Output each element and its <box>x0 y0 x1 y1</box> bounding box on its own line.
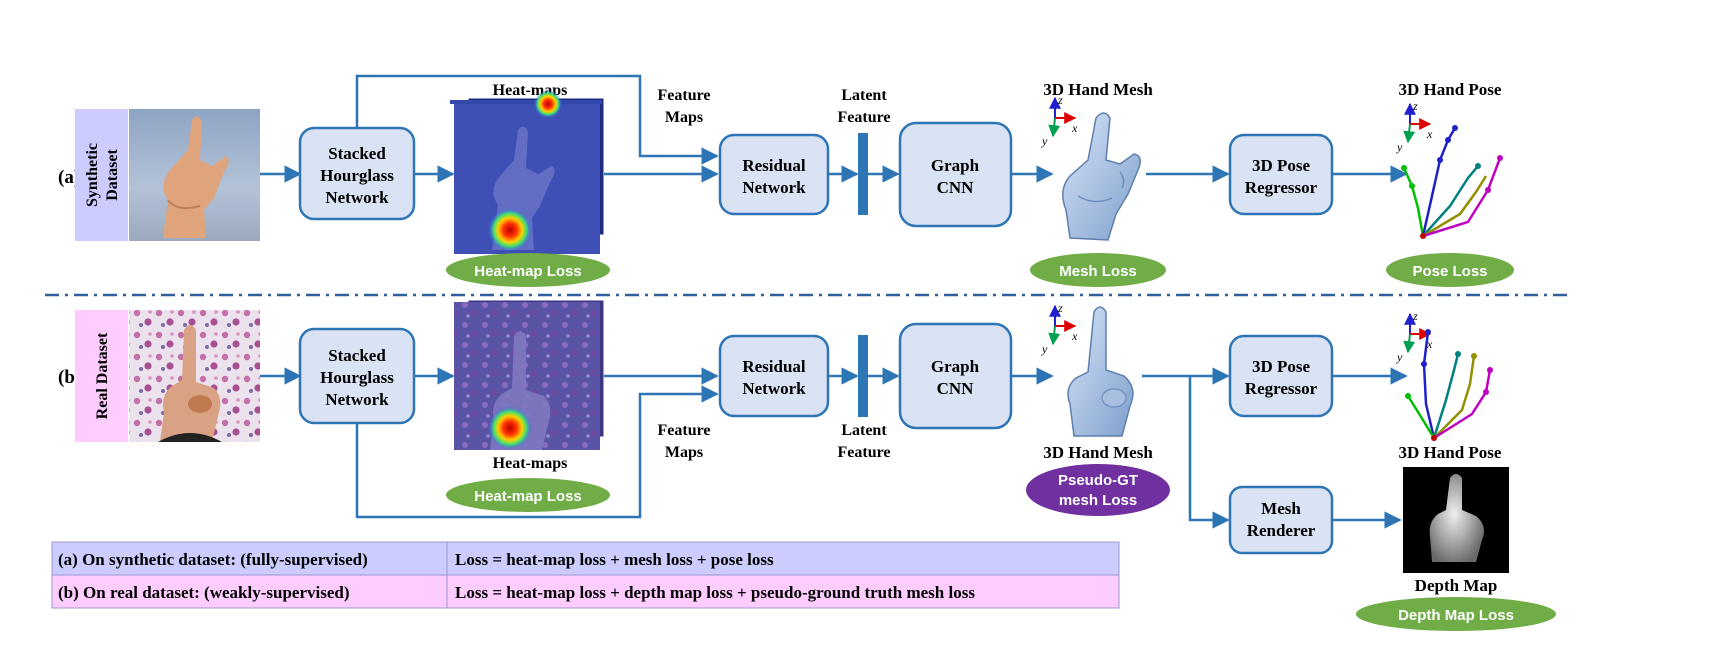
svg-text:y: y <box>1396 140 1403 154</box>
row-a-feature-maps-2: Maps <box>665 109 703 126</box>
row-a-pose-regressor-1: 3D Pose <box>1252 156 1311 175</box>
synthetic-hand-image <box>129 109 260 241</box>
real-dataset-label-bg <box>75 310 128 442</box>
legend-row-b-label: (b) On real dataset: (weakly-supervised) <box>58 583 350 602</box>
row-b-pseudo-gt-loss <box>1026 464 1170 516</box>
synthetic-dataset-label-2: Dataset <box>104 149 121 201</box>
svg-text:x: x <box>1071 329 1078 343</box>
row-b-pose-regressor-1: 3D Pose <box>1252 357 1311 376</box>
row-a-heatmap-stack <box>450 90 605 254</box>
row-b-pose-label: 3D Hand Pose <box>1399 443 1502 462</box>
depth-map-label: Depth Map <box>1415 576 1498 595</box>
svg-text:z: z <box>1412 309 1418 323</box>
row-a-graph-2: CNN <box>937 178 975 197</box>
legend-row-a-loss: Loss = heat-map loss + mesh loss + pose … <box>455 550 774 569</box>
svg-text:Depth Map Loss: Depth Map Loss <box>1398 607 1514 624</box>
row-a-graph-1: Graph <box>931 156 980 175</box>
row-b-pose-regressor-2: Regressor <box>1245 379 1318 398</box>
row-a-pose-loss <box>1386 253 1514 287</box>
row-a-latent-1: Latent <box>841 87 887 104</box>
row-b-feature-maps-2: Maps <box>665 444 703 461</box>
real-dataset-label: Real Dataset <box>94 332 111 419</box>
row-b-pose-skeleton <box>1405 329 1493 441</box>
row-b-mesh-axes: z x y <box>1041 301 1078 356</box>
real-hand-image <box>129 310 260 442</box>
svg-text:y: y <box>1396 350 1403 364</box>
synthetic-dataset-label-1: Synthetic <box>84 143 101 207</box>
row-b-hand-mesh <box>1067 306 1134 437</box>
row-a-latent-bar <box>858 133 868 215</box>
row-a-pose-label: 3D Hand Pose <box>1399 80 1502 99</box>
row-b-depth-map-loss <box>1356 597 1556 631</box>
loss-legend-table: (a) On synthetic dataset: (fully-supervi… <box>51 541 1120 609</box>
depth-map-image <box>1403 467 1509 573</box>
row-a-feature-maps-1: Feature <box>657 87 710 104</box>
svg-text:Heat-map Loss: Heat-map Loss <box>474 263 582 280</box>
row-a-hourglass-1: Stacked <box>328 144 386 163</box>
row-b-latent-2: Feature <box>837 444 890 461</box>
row-b-pose-regressor-box <box>1228 334 1334 418</box>
row-b-hourglass-2: Hourglass <box>320 368 394 387</box>
svg-text:Heat-map Loss: Heat-map Loss <box>474 488 582 505</box>
row-b-heatmap-stack <box>454 299 605 450</box>
row-a-mesh-label: 3D Hand Mesh <box>1043 80 1153 99</box>
legend-row-b-loss: Loss = heat-map loss + depth map loss + … <box>455 583 975 602</box>
row-b-renderer-2: Renderer <box>1247 521 1316 540</box>
row-a-mesh-loss <box>1030 253 1166 287</box>
legend-row-a-label: (a) On synthetic dataset: (fully-supervi… <box>58 550 368 569</box>
row-b-residual-box <box>718 334 830 418</box>
row-a-hand-mesh <box>1062 112 1141 241</box>
synthetic-dataset-label-bg <box>75 109 128 241</box>
row-b-latent-bar <box>858 335 868 417</box>
row-b-graph-cnn-box <box>898 322 1013 430</box>
row-b-latent-1: Latent <box>841 422 887 439</box>
row-b-heatmaps-label: Heat-maps <box>493 455 568 472</box>
row-b-heatmap-loss <box>446 478 610 512</box>
row-a-residual-1: Residual <box>742 156 806 175</box>
row-a-pose-regressor-2: Regressor <box>1245 178 1318 197</box>
svg-text:x: x <box>1426 337 1433 351</box>
svg-text:Pose Loss: Pose Loss <box>1412 263 1487 280</box>
svg-text:x: x <box>1426 127 1433 141</box>
row-b-residual-1: Residual <box>742 357 806 376</box>
row-b-graph-1: Graph <box>931 357 980 376</box>
svg-text:z: z <box>1057 93 1063 107</box>
row-a-mesh-axes: z x y <box>1041 93 1078 148</box>
svg-text:z: z <box>1057 301 1063 315</box>
svg-text:z: z <box>1412 99 1418 113</box>
row-b-hourglass-1: Stacked <box>328 346 386 365</box>
row-b-mesh-label: 3D Hand Mesh <box>1043 443 1153 462</box>
row-a-residual-2: Network <box>742 178 806 197</box>
row-a-tag: (a) <box>58 167 80 188</box>
row-b-renderer-1: Mesh <box>1261 499 1301 518</box>
row-b-graph-2: CNN <box>937 379 975 398</box>
row-b-feature-maps-1: Feature <box>657 422 710 439</box>
row-b-residual-2: Network <box>742 379 806 398</box>
row-a-hourglass-3: Network <box>325 188 389 207</box>
svg-text:x: x <box>1071 121 1078 135</box>
row-b-hourglass-3: Network <box>325 390 389 409</box>
svg-text:y: y <box>1041 342 1048 356</box>
row-a-hourglass-2: Hourglass <box>320 166 394 185</box>
svg-text:y: y <box>1041 134 1048 148</box>
row-b-mesh-renderer-box <box>1228 485 1334 555</box>
svg-text:mesh Loss: mesh Loss <box>1059 492 1137 509</box>
row-a-pose-skeleton <box>1401 125 1503 239</box>
svg-text:Mesh Loss: Mesh Loss <box>1059 263 1137 280</box>
row-a-heatmap-loss <box>446 253 610 287</box>
row-a-pose-axes: z x y <box>1396 99 1433 154</box>
svg-text:Pseudo-GT: Pseudo-GT <box>1058 472 1138 489</box>
row-a-latent-2: Feature <box>837 109 890 126</box>
